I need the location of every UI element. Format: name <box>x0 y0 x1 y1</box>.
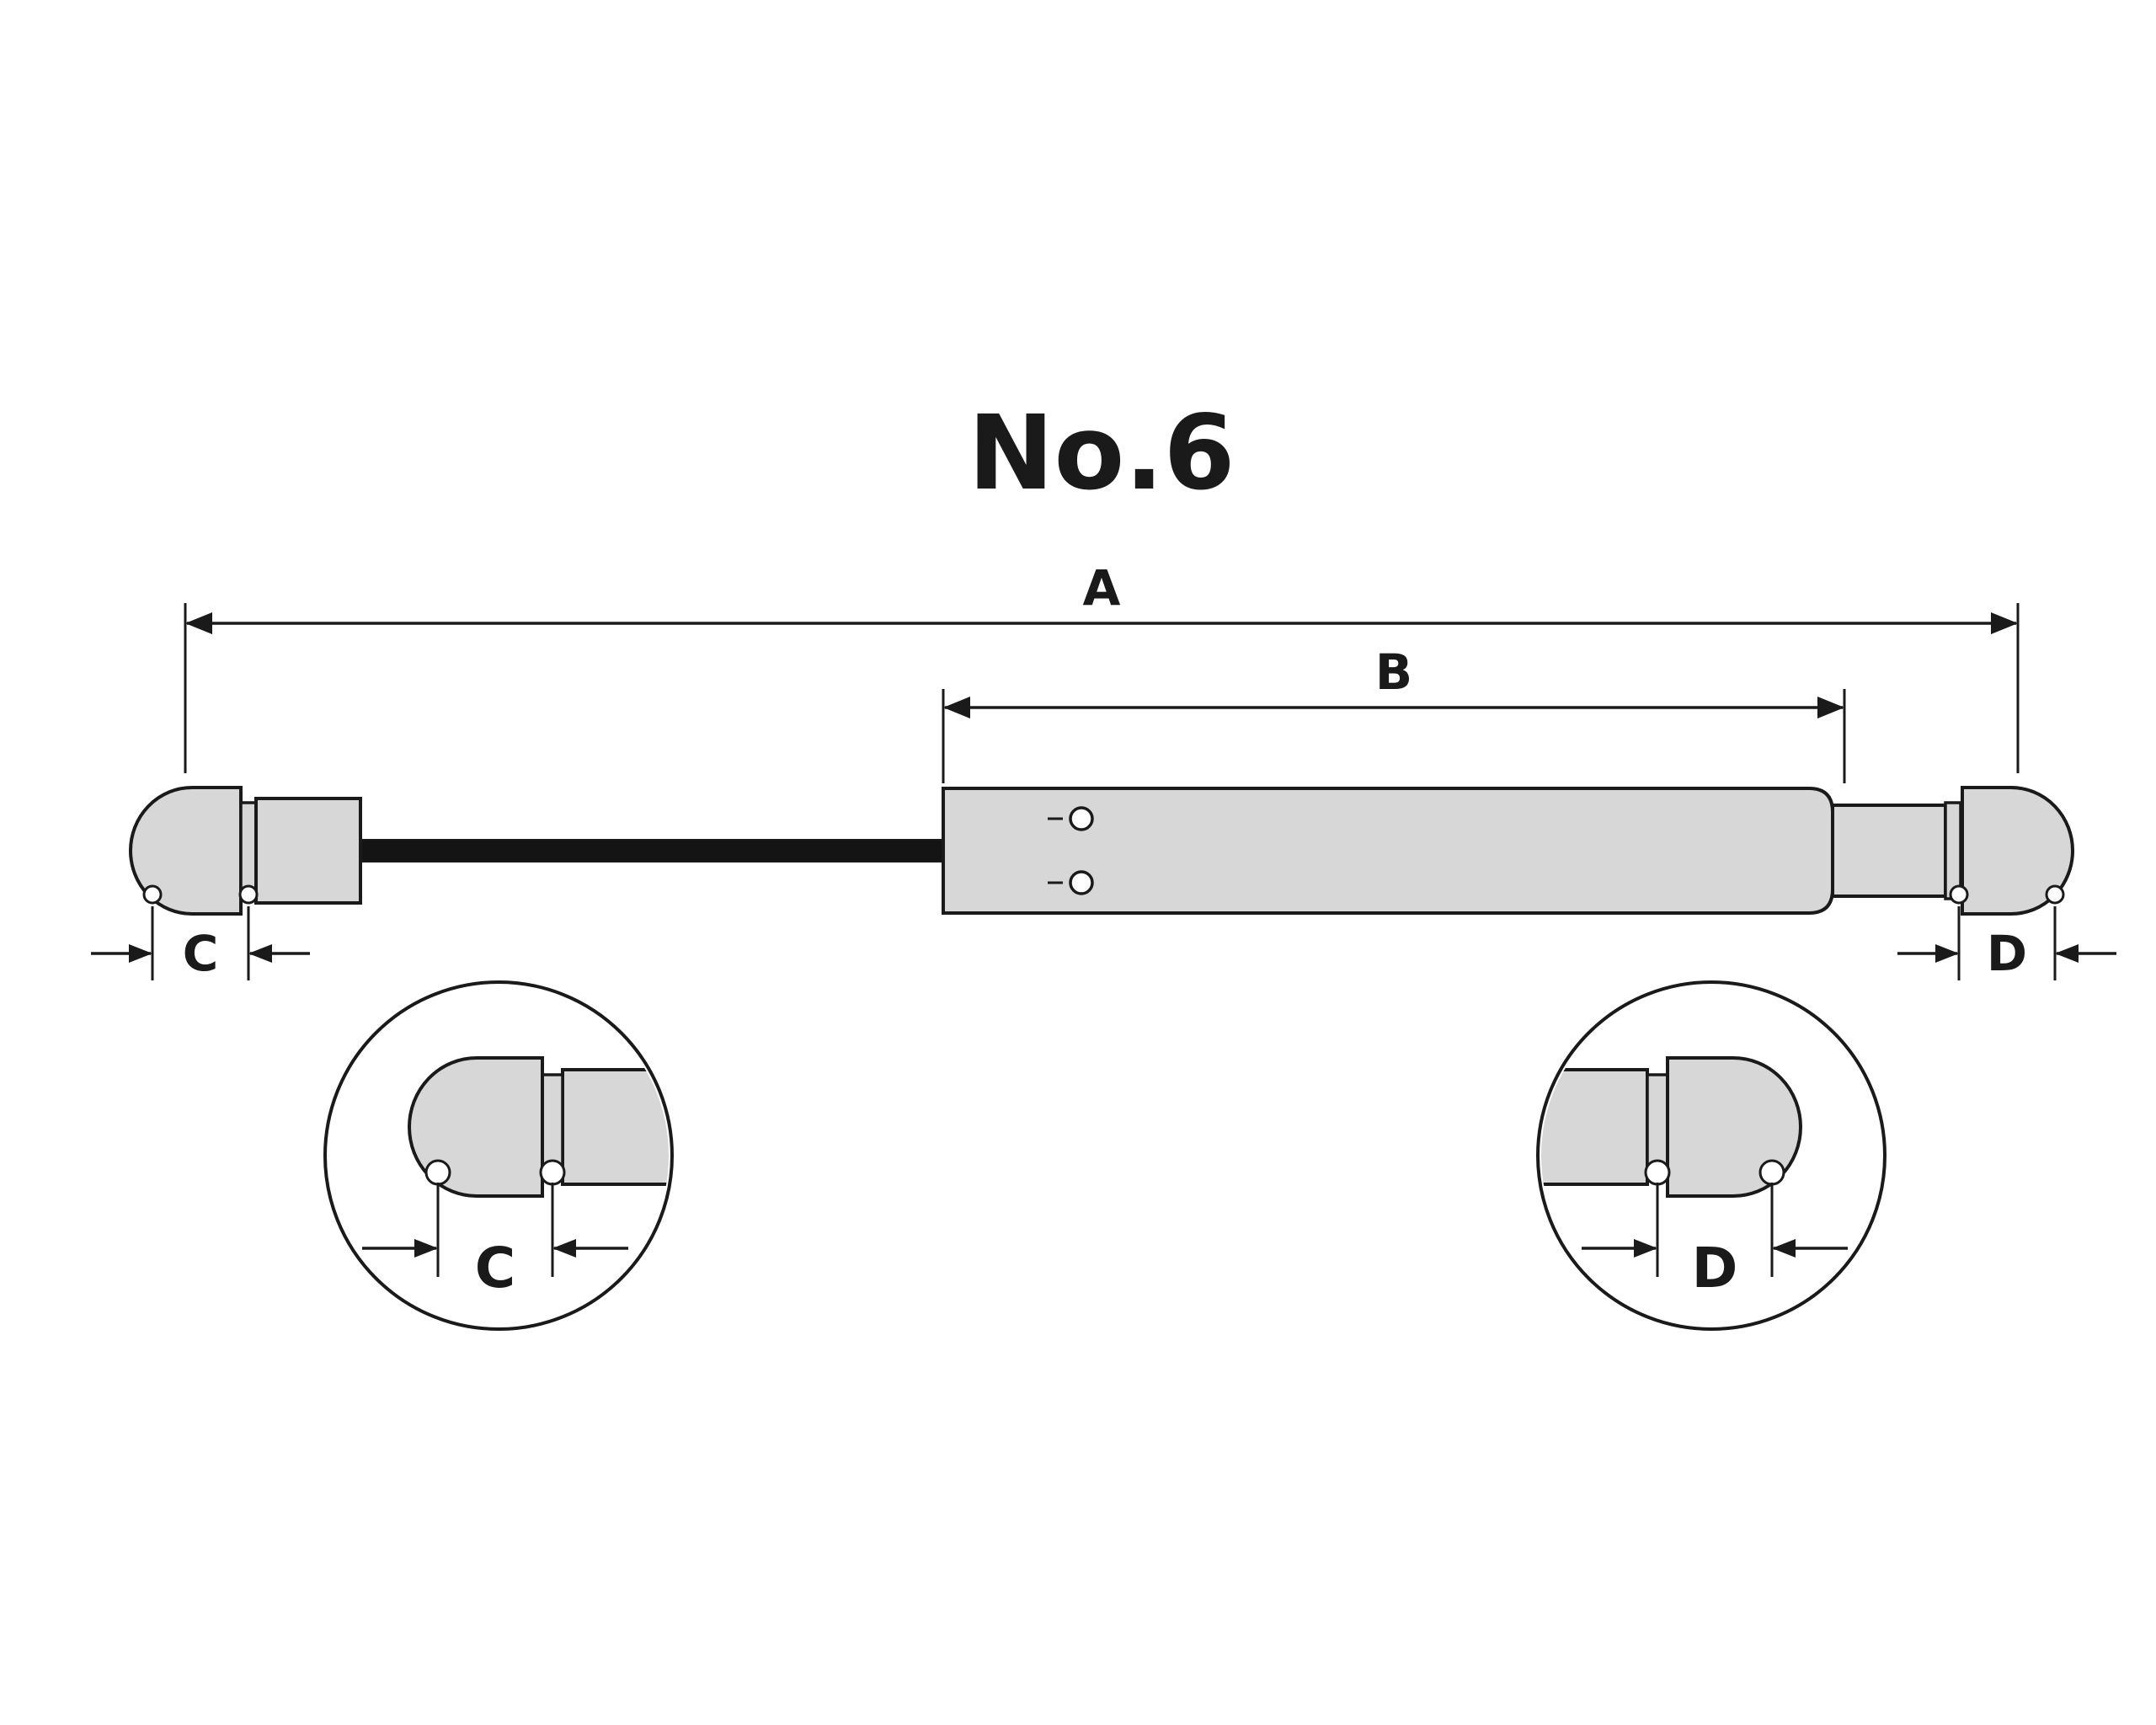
detail-c-arrow-right <box>552 1239 576 1258</box>
dimension-a: A <box>184 559 2020 773</box>
dim-c-arrow-right <box>248 944 272 963</box>
dim-b-arrow-right <box>1817 697 1844 718</box>
right-end-fitting <box>1961 786 2075 916</box>
diagram-title: No.6 <box>968 393 1235 513</box>
detail-d-arrow-left <box>1634 1239 1657 1258</box>
left-fitting-collar <box>239 801 258 900</box>
dim-a-arrow-right <box>1991 612 2018 634</box>
detail-left-circle <box>323 980 674 1331</box>
left-end-fitting <box>128 786 243 916</box>
dim-b-label: B <box>1375 644 1412 701</box>
left-fitting-hole-inner <box>238 884 259 905</box>
detail-right-hole-outer <box>1758 1159 1785 1186</box>
dim-b-arrow-left <box>943 697 970 718</box>
right-fitting-hole-inner <box>1949 884 1969 905</box>
dimension-b: B <box>942 644 1846 783</box>
cylinder-hole-bottom <box>1069 870 1094 895</box>
right-connector-block <box>1831 804 1947 898</box>
right-fitting-hole-outer <box>2045 884 2065 905</box>
detail-left-hole-outer <box>424 1159 451 1186</box>
dim-d-label: D <box>1987 925 2027 982</box>
dim-c-arrow-left <box>129 944 152 963</box>
dimension-d: D <box>1897 906 2116 982</box>
detail-right-content: D <box>1541 1056 1848 1300</box>
detail-left-content: C <box>362 1056 669 1300</box>
dim-a-label: A <box>1083 559 1121 617</box>
dim-d-arrow-right <box>2055 944 2079 963</box>
gas-strut <box>128 786 2075 916</box>
detail-right-connector-block <box>1541 1068 1649 1186</box>
cylinder-body <box>942 787 1834 915</box>
dimension-c: C <box>91 906 310 982</box>
detail-callout-right: D <box>1536 980 1886 1331</box>
left-connector-block <box>254 797 362 905</box>
detail-callout-left: C <box>323 980 674 1331</box>
detail-d-label: D <box>1692 1236 1738 1300</box>
detail-left-hole-inner <box>539 1159 566 1186</box>
piston-rod <box>353 839 954 862</box>
detail-right-hole-inner <box>1644 1159 1671 1186</box>
cylinder-hole-top <box>1069 806 1094 831</box>
detail-right-circle <box>1536 980 1886 1331</box>
detail-d-arrow-right <box>1772 1239 1796 1258</box>
dim-a-arrow-left <box>185 612 212 634</box>
dim-c-label: C <box>183 925 219 982</box>
right-fitting-collar <box>1944 801 1962 900</box>
dim-d-arrow-left <box>1935 944 1959 963</box>
left-fitting-hole-outer <box>142 884 163 905</box>
detail-c-label: C <box>475 1236 515 1300</box>
detail-c-arrow-left <box>414 1239 438 1258</box>
